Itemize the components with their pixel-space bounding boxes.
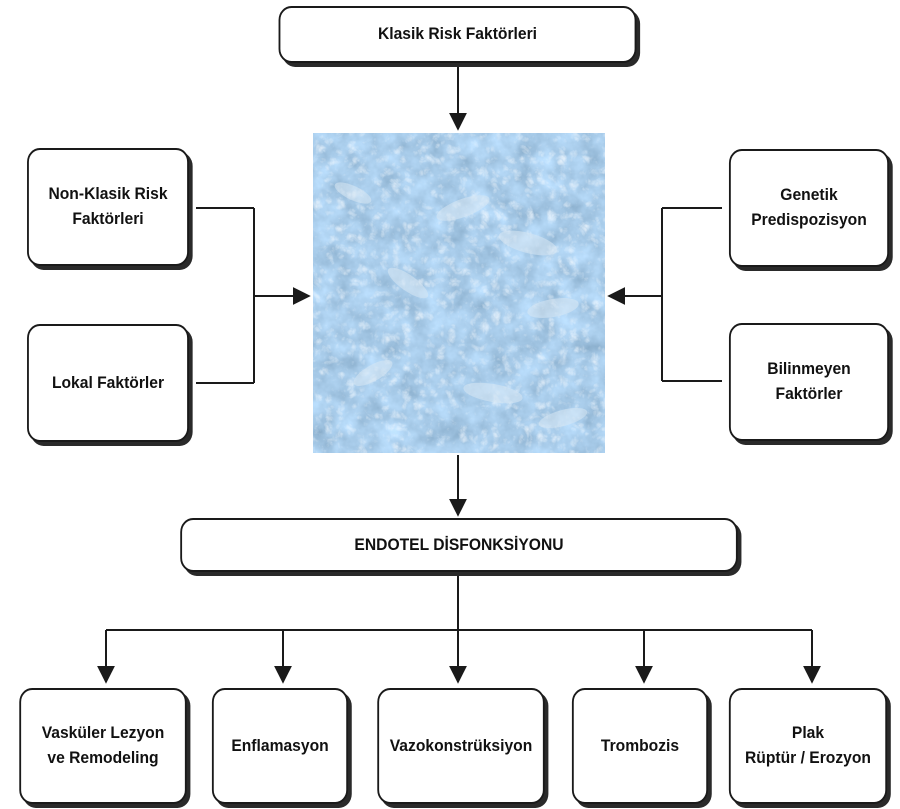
local-factors-label: Lokal Faktörler — [52, 371, 164, 396]
non-classic-risk-factors-line-2: Faktörleri — [48, 207, 167, 232]
endothelium-micrograph — [313, 133, 605, 453]
unknown-factors-box: Bilinmeyen Faktörler — [729, 323, 889, 441]
unknown-factors-line-2: Faktörler — [767, 382, 850, 407]
genetic-predisposition-line-2: Predispozisyon — [751, 208, 867, 233]
outcome-inflammation-box: Enflamasyon — [212, 688, 348, 804]
outcome-inflammation-label: Enflamasyon — [231, 734, 328, 759]
genetic-predisposition-box: Genetik Predispozisyon — [729, 149, 889, 267]
outcome-vascular-lesion-line-2: ve Remodeling — [42, 746, 165, 771]
outcome-vasoconstriction-box: Vazokonstrüksiyon — [377, 688, 544, 804]
classic-risk-factors-label: Klasik Risk Faktörleri — [378, 22, 537, 47]
outcome-plaque-rupture-line-1: Plak — [745, 721, 871, 746]
outcome-vascular-lesion-line-1: Vasküler Lezyon — [42, 721, 165, 746]
outcome-vasoconstriction-label: Vazokonstrüksiyon — [390, 734, 533, 759]
outcome-thrombosis-label: Trombozis — [601, 734, 679, 759]
local-factors-box: Lokal Faktörler — [27, 324, 189, 442]
unknown-factors-line-1: Bilinmeyen — [767, 357, 850, 382]
endothelial-dysfunction-label: ENDOTEL DİSFONKSİYONU — [354, 533, 563, 558]
outcome-thrombosis-box: Trombozis — [572, 688, 708, 804]
non-classic-risk-factors-box: Non-Klasik Risk Faktörleri — [27, 148, 189, 266]
endothelial-dysfunction-box: ENDOTEL DİSFONKSİYONU — [180, 518, 738, 572]
outcome-plaque-rupture-box: Plak Rüptür / Erozyon — [729, 688, 887, 804]
outcome-vascular-lesion-box: Vasküler Lezyon ve Remodeling — [19, 688, 186, 804]
non-classic-risk-factors-line-1: Non-Klasik Risk — [48, 182, 167, 207]
classic-risk-factors-box: Klasik Risk Faktörleri — [279, 6, 637, 63]
genetic-predisposition-line-1: Genetik — [751, 183, 867, 208]
outcome-plaque-rupture-line-2: Rüptür / Erozyon — [745, 746, 871, 771]
